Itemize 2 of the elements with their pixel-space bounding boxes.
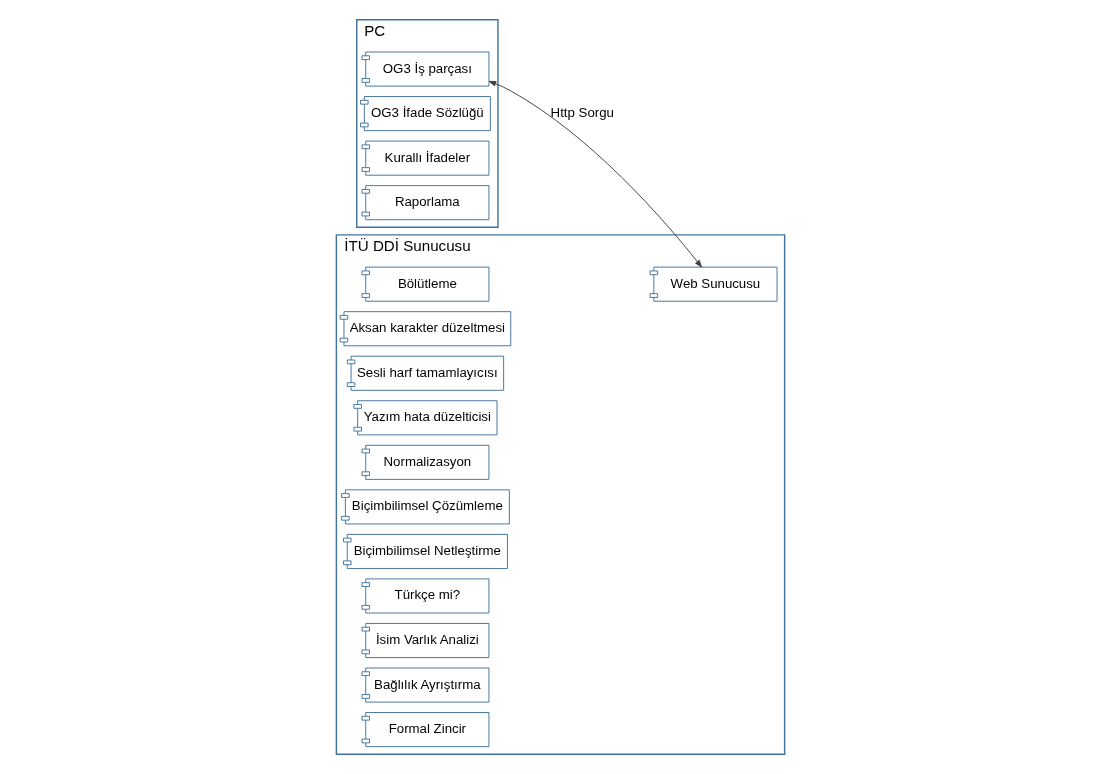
edge-label: Http Sorgu (550, 104, 614, 120)
arrow (488, 80, 702, 268)
